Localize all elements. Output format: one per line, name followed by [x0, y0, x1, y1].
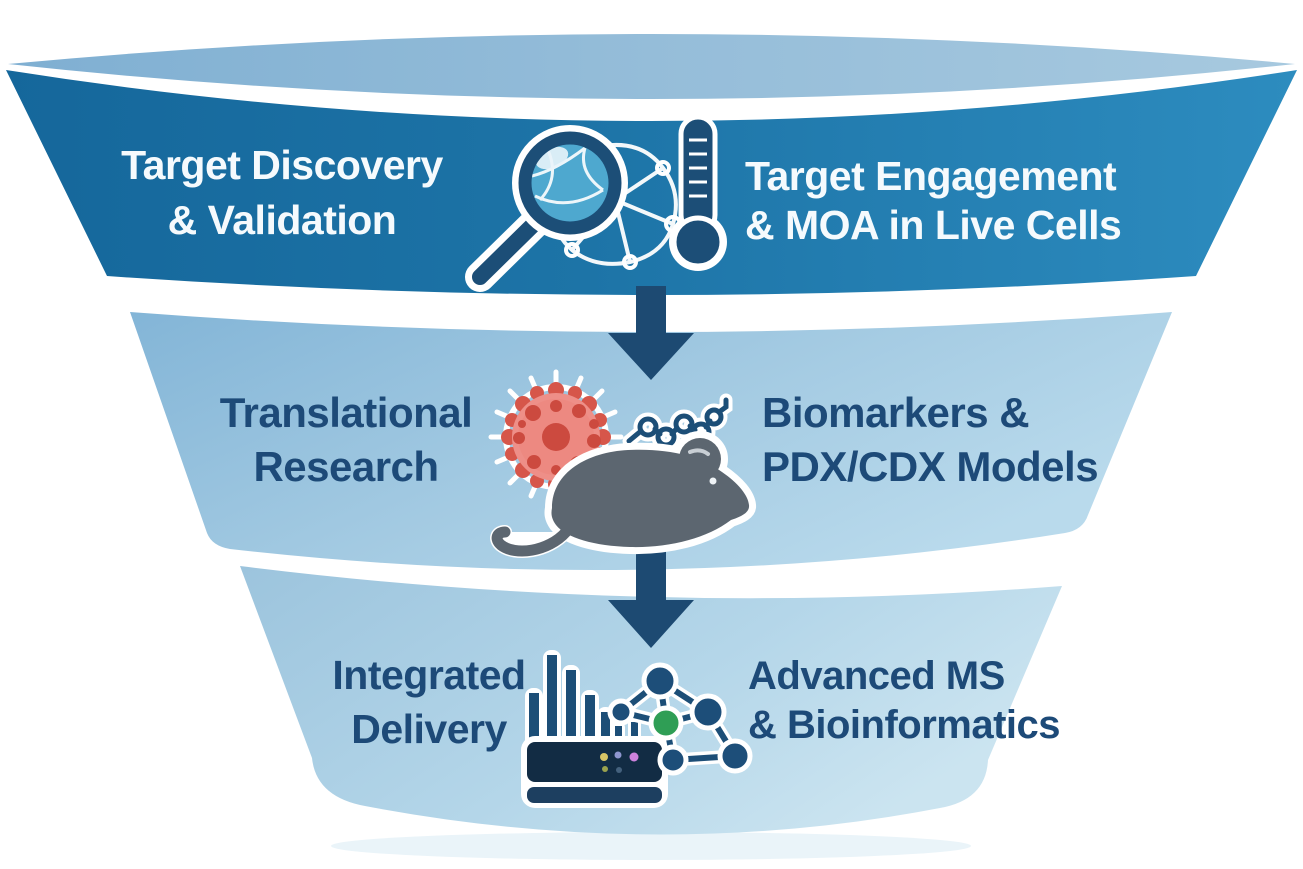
tier-1-band — [6, 70, 1297, 295]
tier-1-mouth — [8, 34, 1295, 99]
tier1-left-title: Target Discovery & Validation — [108, 138, 456, 248]
tier2-right-line1: Biomarkers & — [762, 389, 1030, 436]
tier2-left-line2: Research — [253, 443, 439, 490]
tier1-left-line1: Target Discovery — [121, 142, 443, 188]
tier3-left-line1: Integrated — [332, 652, 526, 698]
tier3-right-line1: Advanced MS — [748, 654, 1005, 698]
tier1-right-line2: & MOA in Live Cells — [745, 202, 1122, 248]
tier2-left-line1: Translational — [219, 389, 473, 436]
tier3-right-label: Advanced MS & Bioinformatics — [748, 652, 1061, 750]
thermometer-icon — [669, 114, 727, 271]
tier3-left-title: Integrated Delivery — [268, 648, 590, 756]
tier2-right-line2: PDX/CDX Models — [762, 443, 1099, 490]
network-icon — [607, 662, 753, 776]
down-arrow-2 — [608, 550, 694, 648]
tier1-left-line2: & Validation — [167, 197, 397, 243]
bowl-shadow — [331, 832, 971, 860]
tier-1-shape — [6, 34, 1297, 295]
ms-instrument-icon — [521, 650, 668, 808]
tier3-right-line2: & Bioinformatics — [748, 703, 1061, 747]
down-arrow-1 — [608, 286, 694, 380]
tier-3-shape — [240, 566, 1062, 835]
magnifier-molecule-icon — [465, 125, 682, 292]
molecule-chain-icon — [622, 393, 733, 452]
tier2-right-label: Biomarkers & PDX/CDX Models — [762, 386, 1099, 494]
tier1-right-label: Target Engagement & MOA in Live Cells — [745, 152, 1122, 250]
tier1-right-line1: Target Engagement — [745, 153, 1117, 199]
tier3-left-line2: Delivery — [351, 706, 507, 752]
mouse-icon — [490, 431, 756, 558]
tier2-left-title: Translational Research — [182, 386, 510, 494]
